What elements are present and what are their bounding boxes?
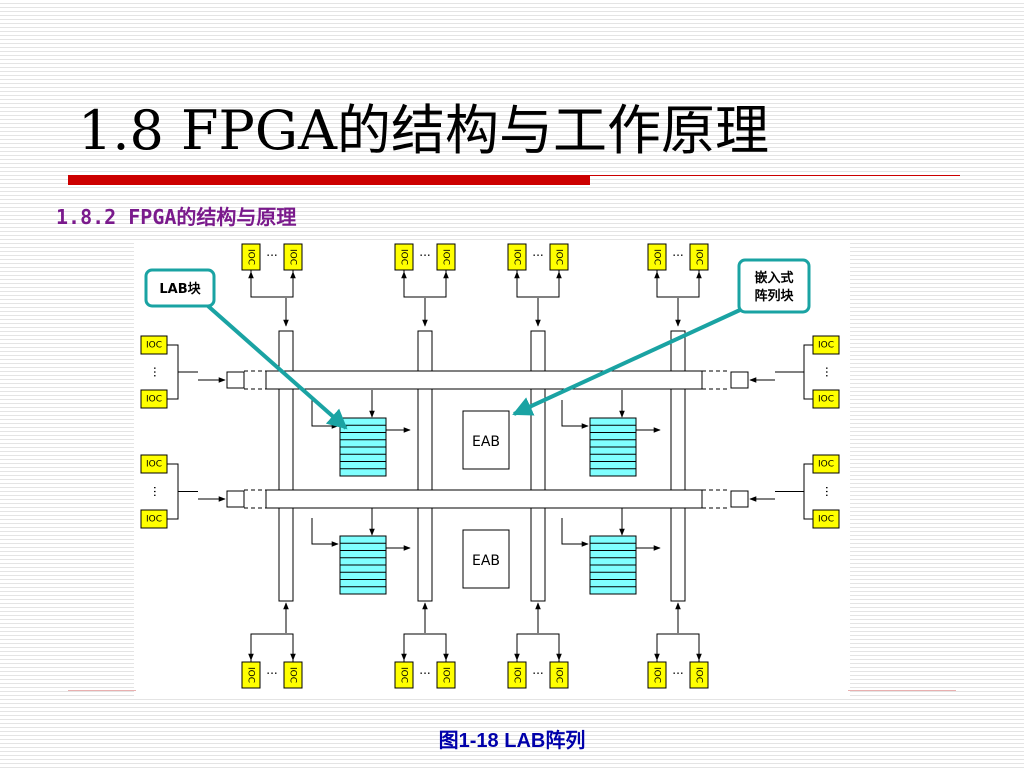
ioc-label: IOC bbox=[554, 249, 564, 265]
eab-callout: 嵌入式 阵列块 bbox=[512, 258, 811, 416]
ioc-ellipsis: ··· bbox=[532, 667, 543, 681]
ioc-pair-bottom: IOC IOC ··· bbox=[507, 633, 569, 689]
ioc-ellipsis: ··· bbox=[672, 249, 683, 263]
ioc-bus bbox=[656, 633, 700, 662]
lab-callout-arrow bbox=[206, 304, 348, 430]
ioc-bus bbox=[516, 633, 560, 662]
ioc-bus bbox=[656, 270, 700, 298]
ioc-label: IOC bbox=[246, 667, 256, 683]
ioc-stack-left: IOC IOC ··· bbox=[140, 454, 198, 529]
lab-feed-arrow bbox=[561, 518, 589, 547]
ioc-label: IOC bbox=[554, 667, 564, 683]
ioc-stack-right: IOC IOC ··· bbox=[775, 454, 840, 529]
ioc-label: IOC bbox=[288, 249, 298, 265]
ioc-label: IOC bbox=[288, 667, 298, 683]
eab-callout-line2: 阵列块 bbox=[754, 288, 794, 304]
ioc-ellipsis: ··· bbox=[820, 366, 834, 377]
ioc-ellipsis: ··· bbox=[148, 486, 162, 497]
lab-block bbox=[561, 390, 661, 477]
ioc-label: IOC bbox=[441, 667, 451, 683]
ioc-label: IOC bbox=[694, 249, 704, 265]
ioc-bus bbox=[403, 633, 447, 662]
title-underline-line bbox=[590, 175, 960, 176]
ioc-ellipsis: ··· bbox=[672, 667, 683, 681]
footer-line-right bbox=[848, 690, 956, 691]
lab-callout-label: LAB块 bbox=[159, 281, 201, 297]
ioc-pair-bottom: IOC IOC ··· bbox=[394, 633, 456, 689]
row-io-port bbox=[730, 371, 749, 389]
ioc-label: IOC bbox=[512, 667, 522, 683]
row-interconnect bbox=[265, 370, 703, 390]
ioc-label: IOC bbox=[146, 395, 162, 405]
ioc-label: IOC bbox=[652, 667, 662, 683]
column-interconnect bbox=[417, 330, 433, 602]
eab-callout-arrow bbox=[512, 308, 741, 416]
ioc-bus bbox=[250, 270, 294, 298]
ioc-label: IOC bbox=[146, 341, 162, 351]
ioc-label: IOC bbox=[652, 249, 662, 265]
ioc-pair-top: IOC IOC ··· bbox=[507, 243, 569, 298]
row-interconnect bbox=[265, 489, 703, 509]
ioc-label: IOC bbox=[818, 395, 834, 405]
ioc-label: IOC bbox=[246, 249, 256, 265]
lab-block bbox=[561, 508, 661, 595]
ioc-label: IOC bbox=[399, 249, 409, 265]
title-underline-bar bbox=[68, 175, 590, 185]
ioc-label: IOC bbox=[694, 667, 704, 683]
eab-callout-line1: 嵌入式 bbox=[754, 270, 793, 286]
ioc-label: IOC bbox=[512, 249, 522, 265]
ioc-ellipsis: ··· bbox=[419, 249, 430, 263]
ioc-bus bbox=[250, 633, 294, 662]
column-interconnect bbox=[278, 330, 294, 602]
eab-block-bottom: EAB bbox=[462, 529, 510, 589]
section-subtitle: 1.8.2 FPGA的结构与原理 bbox=[56, 205, 297, 229]
ioc-ellipsis: ··· bbox=[532, 249, 543, 263]
row-io-port bbox=[730, 490, 749, 508]
ioc-bus bbox=[803, 463, 813, 520]
footer-line-left bbox=[68, 690, 136, 691]
ioc-stack-left: IOC IOC ··· bbox=[140, 335, 198, 409]
ioc-ellipsis: ··· bbox=[266, 249, 277, 263]
figure-caption: 图1-18 LAB阵列 bbox=[438, 730, 586, 752]
ioc-ellipsis: ··· bbox=[820, 486, 834, 497]
ioc-bus bbox=[803, 344, 813, 400]
ioc-label: IOC bbox=[399, 667, 409, 683]
ioc-bus bbox=[516, 270, 560, 298]
ioc-pair-bottom: IOC IOC ··· bbox=[647, 633, 709, 689]
ioc-bus bbox=[167, 463, 179, 520]
ioc-label: IOC bbox=[146, 515, 162, 525]
ioc-label: IOC bbox=[818, 341, 834, 351]
ioc-bus bbox=[403, 270, 447, 298]
ioc-pair-bottom: IOC IOC ··· bbox=[241, 633, 303, 689]
lab-callout: LAB块 bbox=[144, 268, 348, 430]
ioc-label: IOC bbox=[441, 249, 451, 265]
ioc-label: IOC bbox=[818, 515, 834, 525]
ioc-ellipsis: ··· bbox=[419, 667, 430, 681]
lab-block bbox=[311, 508, 411, 595]
eab-block-top: EAB bbox=[462, 410, 510, 470]
ioc-pair-top: IOC IOC ··· bbox=[241, 243, 303, 298]
slide-title: 1.8 FPGA的结构与工作原理 bbox=[78, 99, 769, 162]
ioc-bus bbox=[167, 344, 179, 400]
ioc-ellipsis: ··· bbox=[148, 366, 162, 377]
lab-block bbox=[311, 390, 411, 477]
eab-label: EAB bbox=[472, 434, 500, 450]
ioc-stack-right: IOC IOC ··· bbox=[775, 335, 840, 409]
ioc-pair-top: IOC IOC ··· bbox=[394, 243, 456, 298]
lab-feed-arrow bbox=[311, 518, 339, 547]
ioc-label: IOC bbox=[146, 460, 162, 470]
ioc-ellipsis: ··· bbox=[266, 667, 277, 681]
lab-feed-arrow bbox=[561, 400, 589, 429]
ioc-pair-top: IOC IOC ··· bbox=[647, 243, 709, 298]
column-interconnect bbox=[670, 330, 686, 602]
row-io-port bbox=[226, 490, 245, 508]
eab-label: EAB bbox=[472, 553, 500, 569]
row-io-port bbox=[226, 371, 245, 389]
ioc-label: IOC bbox=[818, 460, 834, 470]
